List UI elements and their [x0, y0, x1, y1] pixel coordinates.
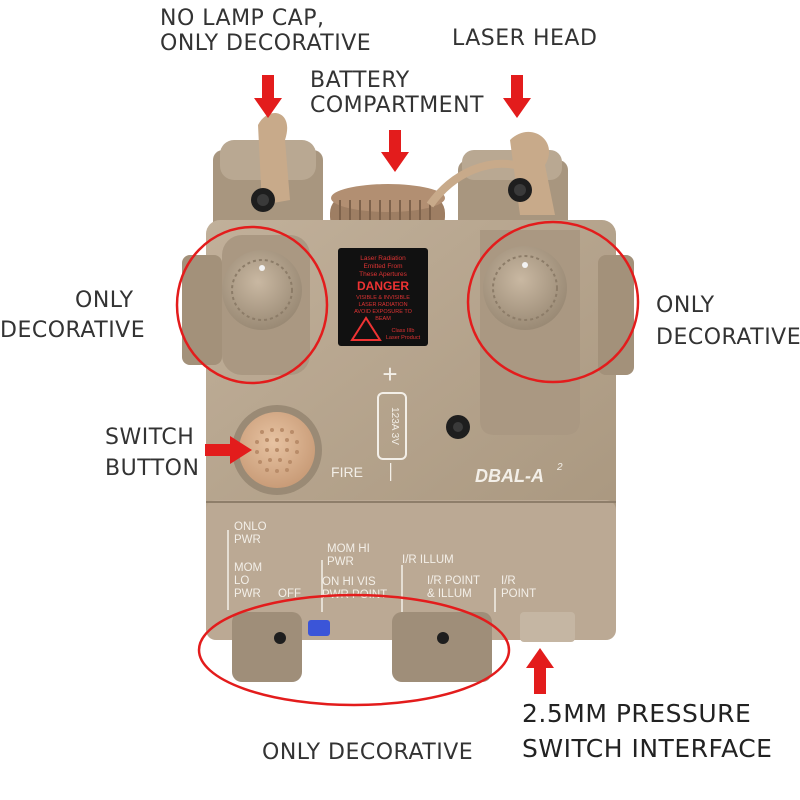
- danger-warning-label: Laser Radiation Emitted From These Apert…: [338, 248, 428, 346]
- callout-bottom: ONLY DECORATIVE: [262, 740, 474, 765]
- arrow-battery: [381, 130, 409, 172]
- mode-selector-switch: [308, 620, 330, 636]
- danger-text: DANGER: [357, 279, 409, 293]
- mode-selector-labels: ONLO PWR MOM LO PWR OFF MOM HI PWR ON HI…: [234, 521, 536, 601]
- arrow-lamp-cap: [254, 75, 282, 118]
- arrow-laser-head: [503, 75, 531, 118]
- arrow-pressure: [526, 648, 554, 694]
- svg-text:I/R POINT: I/R POINT: [427, 575, 480, 587]
- arrow-switch: [205, 436, 252, 464]
- right-knob-circle: [466, 220, 640, 384]
- svg-text:PWR: PWR: [327, 556, 354, 568]
- svg-text:—: —: [382, 463, 402, 481]
- highlight-circles: [175, 220, 640, 707]
- callout-switch: SWITCH BUTTON: [105, 425, 200, 482]
- svg-text:ONLO: ONLO: [234, 521, 267, 533]
- callout-battery: BATTERY COMPARTMENT: [310, 68, 484, 119]
- svg-text:I/R ILLUM: I/R ILLUM: [402, 554, 454, 566]
- svg-text:LO: LO: [234, 575, 249, 587]
- svg-text:OFF: OFF: [278, 588, 301, 600]
- callout-pressure: 2.5MM PRESSURE SWITCH INTERFACE: [522, 699, 773, 763]
- svg-text:MOM HI: MOM HI: [327, 543, 370, 555]
- battery-polarity: + 123A 3V —: [377, 359, 407, 481]
- svg-text:ON HI VIS: ON HI VIS: [322, 576, 376, 588]
- svg-text:PWR: PWR: [234, 588, 261, 600]
- svg-text:Laser Radiation: Laser Radiation: [360, 255, 406, 262]
- svg-text:Emitted From: Emitted From: [363, 263, 402, 270]
- right-knob: [480, 230, 580, 435]
- callout-right-knob-line2: DECORATIVE: [656, 325, 800, 350]
- svg-text:Laser Product: Laser Product: [386, 335, 421, 341]
- left-knob-circle: [175, 225, 329, 385]
- callout-arrows: [205, 75, 554, 694]
- svg-text:VISIBLE & INVISIBLE: VISIBLE & INVISIBLE: [356, 295, 410, 301]
- callout-left-knob-line2: DECORATIVE: [0, 318, 146, 343]
- callout-lamp-cap: NO LAMP CAP, ONLY DECORATIVE: [160, 6, 372, 57]
- svg-text:Class IIIb: Class IIIb: [392, 328, 415, 334]
- model-label: DBAL-A: [475, 466, 544, 486]
- fire-button: FIRE: [232, 405, 363, 495]
- bottom-circle: [197, 593, 511, 707]
- svg-text:BEAM: BEAM: [375, 316, 391, 322]
- svg-text:123A 3V: 123A 3V: [389, 407, 400, 445]
- svg-text:LASER RADIATION: LASER RADIATION: [358, 302, 407, 308]
- callout-laser-head: LASER HEAD: [452, 26, 598, 51]
- lamp-cap-housing: [213, 113, 323, 240]
- laser-warning-icon: [350, 316, 382, 341]
- svg-text:PWR: PWR: [234, 534, 261, 546]
- svg-text:2: 2: [556, 462, 563, 473]
- svg-text:I/R: I/R: [501, 575, 516, 587]
- svg-text:MOM: MOM: [234, 562, 262, 574]
- bottom-rail-blocks: [232, 612, 575, 682]
- fire-label: FIRE: [331, 464, 363, 480]
- callout-left-knob-line1: ONLY: [75, 288, 134, 313]
- svg-text:AVOID EXPOSURE TO: AVOID EXPOSURE TO: [354, 309, 412, 315]
- svg-text:+: +: [382, 359, 397, 389]
- left-knob: [222, 235, 310, 375]
- svg-text:These Apertures: These Apertures: [359, 271, 407, 278]
- svg-text:& ILLUM: & ILLUM: [427, 588, 472, 600]
- callout-right-knob-line1: ONLY: [656, 293, 715, 318]
- svg-text:POINT: POINT: [501, 588, 536, 600]
- pressure-switch-port: [520, 612, 575, 642]
